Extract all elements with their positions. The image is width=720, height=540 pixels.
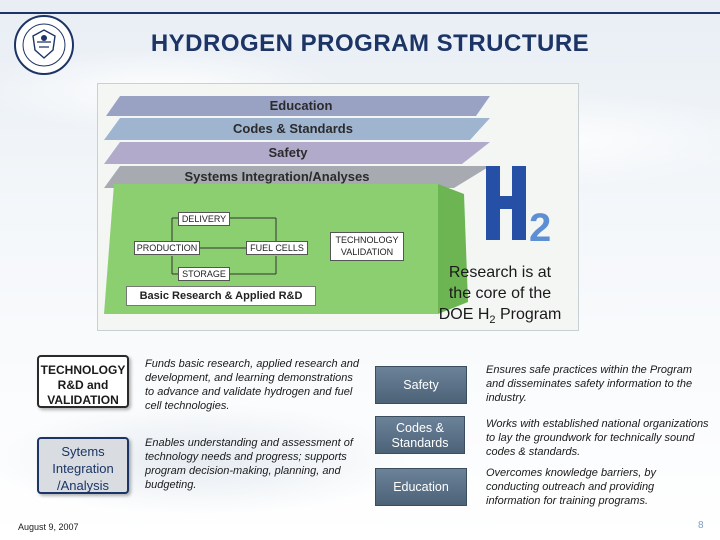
box-production: PRODUCTION: [134, 241, 200, 255]
h2-logo-icon: 2: [486, 166, 551, 250]
box-delivery: DELIVERY: [178, 212, 230, 226]
box-storage: STORAGE: [178, 267, 230, 281]
systems-integration-desc: Enables understanding and assessment of …: [145, 437, 353, 491]
education-desc: Overcomes knowledge barriers, by conduct…: [486, 467, 656, 507]
doe-seal-icon: [14, 15, 74, 75]
base-label: Basic Research & Applied R&D: [126, 286, 316, 306]
box-fuel-cells: FUEL CELLS: [246, 241, 308, 255]
box-technology-validation: TECHNOLOGY VALIDATION: [330, 232, 404, 261]
layer-education: Education: [269, 98, 333, 113]
layer-codes-shape: [104, 118, 490, 140]
layer-safety-shape: [104, 142, 490, 164]
layer-systems-integration: Systems Integration/Analyses: [184, 169, 370, 184]
layer-codes-standards: Codes & Standards: [233, 121, 353, 136]
layer-education-shape: [106, 96, 490, 116]
education-tile: Education: [375, 468, 467, 506]
callout-line-1: Research is at: [448, 264, 552, 281]
svg-text:2: 2: [529, 206, 551, 250]
codes-standards-tile: Codes & Standards: [375, 416, 465, 454]
callout-line-3: DOE H2 Program: [438, 306, 562, 327]
page-number: 8: [698, 520, 704, 531]
page-title: HYDROGEN PROGRAM STRUCTURE: [150, 30, 590, 57]
program-structure-diagram: Education Codes & Standards Safety Syste…: [97, 83, 579, 331]
safety-tile: Safety: [375, 366, 467, 404]
diagram-layers: [104, 96, 490, 314]
layer-safety: Safety: [268, 145, 308, 160]
callout-line-2: the core of the: [448, 285, 552, 302]
footer-date: August 9, 2007: [18, 522, 79, 532]
systems-integration-box: Sytems Integration /Analysis: [37, 437, 129, 494]
title-rule: [0, 12, 720, 14]
layer-systems-shape: [104, 166, 490, 188]
codes-standards-desc: Works with established national organiza…: [486, 418, 709, 458]
base-green-side: [438, 184, 468, 314]
tech-rd-validation-box: TECHNOLOGY R&D and VALIDATION: [37, 355, 129, 408]
safety-desc: Ensures safe practices within the Progra…: [486, 364, 693, 404]
core-callout: Research is at the core of the DOE H2 Pr…: [420, 262, 580, 331]
tech-rd-validation-desc: Funds basic research, applied research a…: [145, 358, 360, 412]
